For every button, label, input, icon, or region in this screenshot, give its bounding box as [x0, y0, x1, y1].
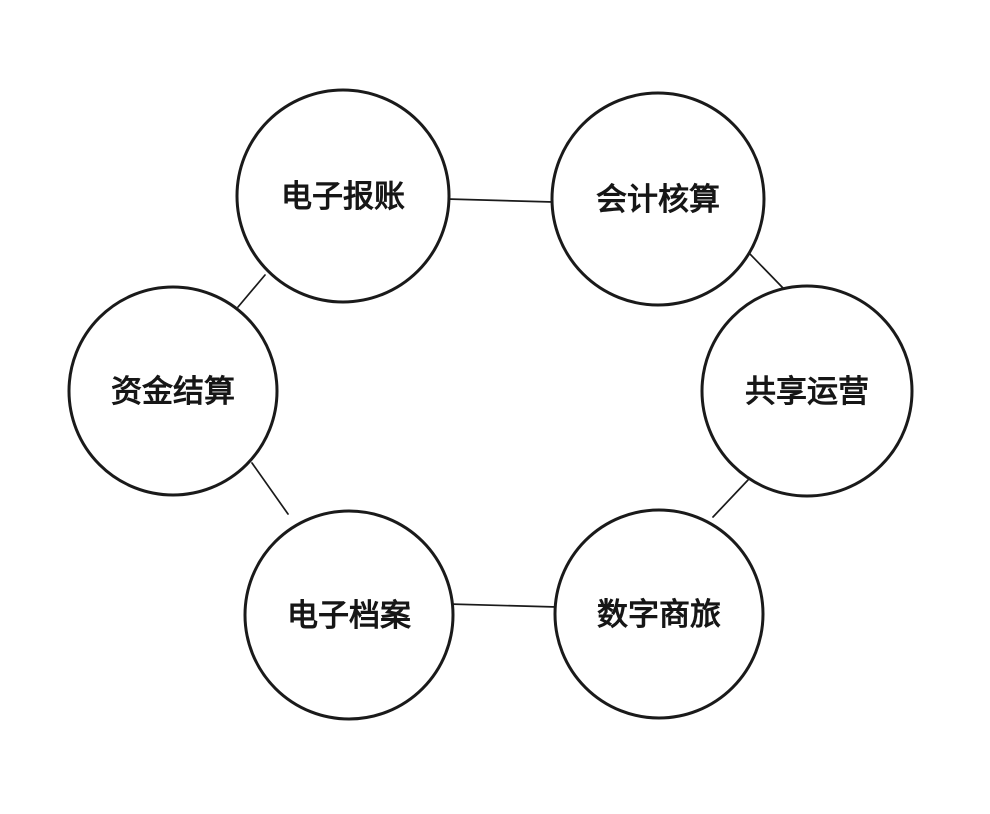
node-circle	[553, 508, 765, 720]
edge-fund-settlement--electronic-reimbursement	[237, 274, 266, 308]
node-digital-business-travel: 数字商旅	[553, 508, 765, 720]
node-label: 资金结算	[111, 374, 235, 409]
node-circle	[550, 91, 766, 307]
node-shared-operations: 共享运营	[700, 284, 914, 498]
node-label: 数字商旅	[597, 597, 721, 632]
node-label: 电子报账	[281, 179, 405, 214]
node-circle	[700, 284, 914, 498]
edge-digital-business-travel--electronic-archives	[447, 603, 558, 608]
edge-electronic-reimbursement--accounting	[446, 198, 554, 203]
node-fund-settlement: 资金结算	[67, 285, 279, 497]
node-electronic-reimbursement: 电子报账	[235, 88, 451, 304]
node-label: 电子档案	[287, 598, 412, 633]
node-label: 会计核算	[596, 182, 720, 217]
node-circle	[243, 509, 455, 721]
node-circle	[235, 88, 451, 304]
node-label: 共享运营	[745, 374, 869, 409]
edge-accounting--shared-operations	[748, 252, 784, 289]
edge-shared-operations--digital-business-travel	[712, 479, 749, 518]
edge-electronic-archives--fund-settlement	[251, 462, 289, 515]
node-circle	[67, 285, 279, 497]
node-accounting: 会计核算	[550, 91, 766, 307]
node-electronic-archives: 电子档案	[243, 509, 455, 721]
